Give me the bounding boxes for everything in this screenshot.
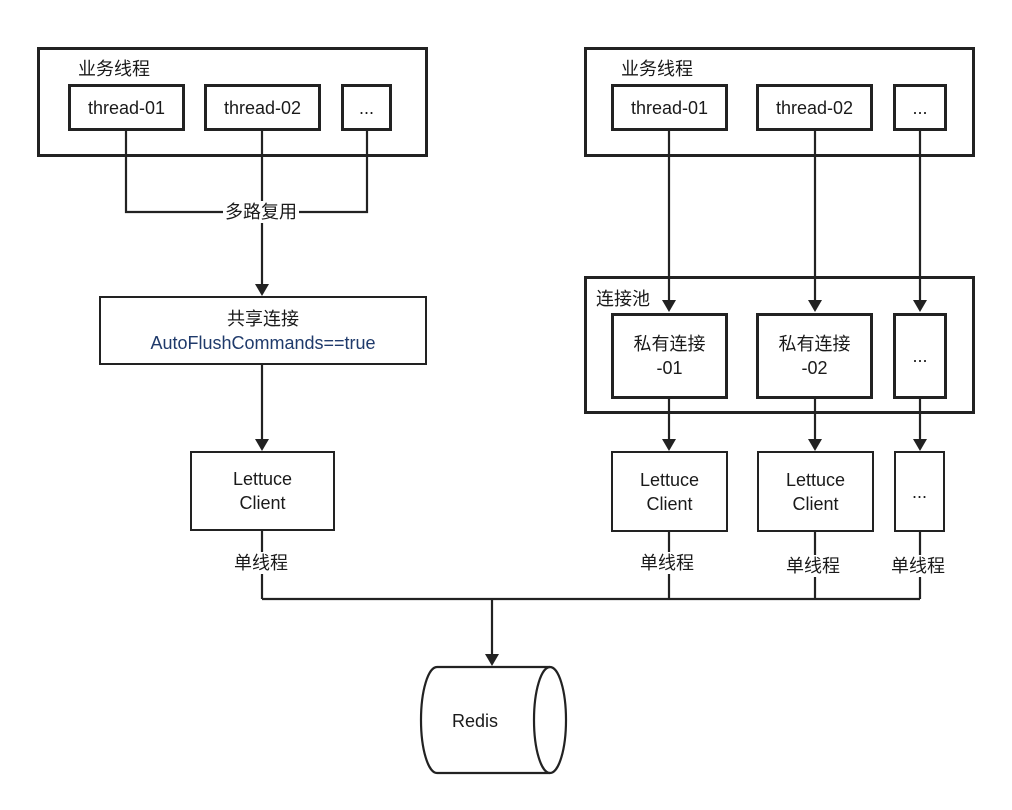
right-thread-note-03: 单线程 [889,555,947,577]
right-client-02-line2: Client [792,493,839,514]
right-thread-note-02: 单线程 [784,555,842,577]
left-thread-01-label: thread-01 [87,97,166,118]
shared-connection-box: 共享连接 AutoFlushCommands==true [99,296,427,365]
left-thread-more-label: ... [358,97,374,118]
private-connection-01: 私有连接 -01 [611,313,728,399]
private-connection-01-line2: -01 [656,358,683,378]
right-thread-more: ... [893,84,947,131]
right-lettuce-client-02: Lettuce Client [757,451,874,532]
right-client-02-line1: Lettuce [785,469,846,490]
left-thread-02-label: thread-02 [223,97,302,118]
left-thread-01: thread-01 [68,84,185,131]
right-thread-02-label: thread-02 [775,97,854,118]
right-client-more-label: ... [911,481,927,502]
private-connection-02: 私有连接 -02 [756,313,873,399]
left-thread-02: thread-02 [204,84,321,131]
private-connection-02-line1: 私有连接 [778,334,851,354]
right-thread-more-label: ... [912,97,928,118]
right-client-01-line2: Client [646,493,693,514]
private-connection-more-label: ... [912,346,928,366]
connection-pool-label: 连接池 [596,289,650,309]
left-client-line2: Client [239,493,286,513]
private-connection-01-line1: 私有连接 [633,334,706,354]
left-client-line1: Lettuce [232,469,293,489]
right-group-label: 业务线程 [621,59,693,79]
redis-label: Redis [452,711,499,731]
left-lettuce-client: Lettuce Client [190,451,335,531]
right-lettuce-client-more: ... [894,451,945,532]
right-thread-01: thread-01 [611,84,728,131]
redis-cylinder [419,665,568,775]
multiplex-label: 多路复用 [223,201,299,223]
right-business-threads-frame [584,47,975,157]
shared-connection-title: 共享连接 [227,308,299,329]
right-lettuce-client-01: Lettuce Client [611,451,728,532]
left-thread-note: 单线程 [232,552,290,574]
right-thread-01-label: thread-01 [630,97,709,118]
right-thread-02: thread-02 [756,84,873,131]
right-client-01-line1: Lettuce [639,469,700,490]
shared-connection-setting: AutoFlushCommands==true [150,332,376,353]
private-connection-02-line2: -02 [801,358,828,378]
right-thread-note-01: 单线程 [638,552,696,574]
connection-pool-frame [584,276,975,414]
left-group-label: 业务线程 [78,59,150,79]
left-business-threads-frame [37,47,428,157]
left-thread-more: ... [341,84,392,131]
private-connection-more: ... [893,313,947,399]
